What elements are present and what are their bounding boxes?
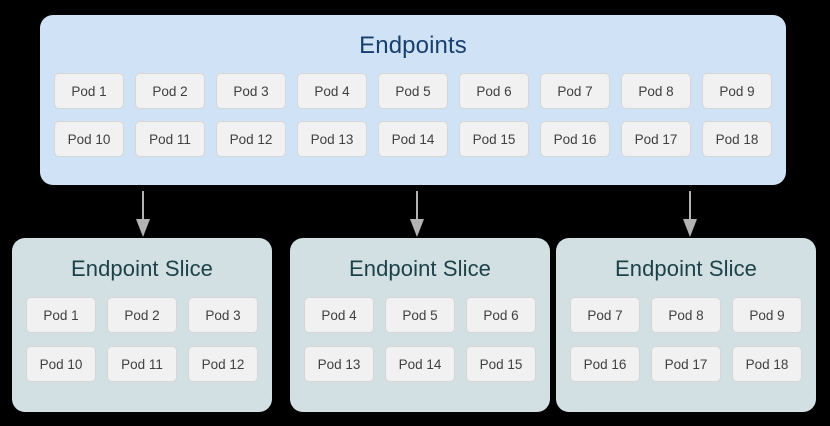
pod-chip[interactable]: Pod 3 — [216, 73, 286, 109]
pod-chip[interactable]: Pod 12 — [188, 346, 258, 382]
endpoint-slice-pod-row-1: Pod 1 Pod 2 Pod 3 — [26, 297, 258, 333]
pod-chip[interactable]: Pod 12 — [216, 121, 286, 157]
arrow-head — [683, 219, 697, 237]
pod-chip[interactable]: Pod 9 — [732, 297, 802, 333]
pod-chip[interactable]: Pod 4 — [297, 73, 367, 109]
endpoint-slice-title: Endpoint Slice — [70, 256, 214, 281]
pod-chip[interactable]: Pod 11 — [107, 346, 177, 382]
pod-chip[interactable]: Pod 8 — [621, 73, 691, 109]
pod-chip[interactable]: Pod 13 — [304, 346, 374, 382]
endpoints-pod-row-2: Pod 10 Pod 11 Pod 12 Pod 13 Pod 14 Pod 1… — [54, 121, 772, 157]
endpoint-slice-pod-grid: Pod 7 Pod 8 Pod 9 Pod 16 Pod 17 Pod 18 — [570, 297, 802, 382]
pod-chip[interactable]: Pod 8 — [651, 297, 721, 333]
endpoint-slice-pod-grid: Pod 1 Pod 2 Pod 3 Pod 10 Pod 11 Pod 12 — [26, 297, 258, 382]
endpoint-slice-box: Endpoint Slice Pod 1 Pod 2 Pod 3 Pod 10 … — [12, 238, 272, 412]
pod-chip[interactable]: Pod 18 — [702, 121, 772, 157]
pod-chip[interactable]: Pod 5 — [378, 73, 448, 109]
endpoints-pod-row-1: Pod 1 Pod 2 Pod 3 Pod 4 Pod 5 Pod 6 Pod … — [54, 73, 772, 109]
endpoints-title: Endpoints — [359, 32, 467, 59]
endpoint-slice-title: Endpoint Slice — [348, 256, 492, 281]
pod-chip[interactable]: Pod 10 — [26, 346, 96, 382]
pod-chip[interactable]: Pod 17 — [621, 121, 691, 157]
pod-chip[interactable]: Pod 2 — [107, 297, 177, 333]
endpoints-box: Endpoints Pod 1 Pod 2 Pod 3 Pod 4 Pod 5 … — [40, 15, 786, 185]
endpoint-slice-pod-row-2: Pod 16 Pod 17 Pod 18 — [570, 346, 802, 382]
endpoint-slice-title: Endpoint Slice — [614, 256, 758, 281]
arrow-shaft — [416, 191, 418, 222]
pod-chip[interactable]: Pod 6 — [466, 297, 536, 333]
endpoint-slice-pod-row-1: Pod 4 Pod 5 Pod 6 — [304, 297, 536, 333]
pod-chip[interactable]: Pod 11 — [135, 121, 205, 157]
pod-chip[interactable]: Pod 16 — [540, 121, 610, 157]
endpoint-slice-box: Endpoint Slice Pod 7 Pod 8 Pod 9 Pod 16 … — [556, 238, 816, 412]
pod-chip[interactable]: Pod 7 — [540, 73, 610, 109]
pod-chip[interactable]: Pod 6 — [459, 73, 529, 109]
pod-chip[interactable]: Pod 18 — [732, 346, 802, 382]
arrow-down-icon — [134, 191, 152, 237]
pod-chip[interactable]: Pod 16 — [570, 346, 640, 382]
pod-chip[interactable]: Pod 1 — [26, 297, 96, 333]
endpoint-slice-pod-grid: Pod 4 Pod 5 Pod 6 Pod 13 Pod 14 Pod 15 — [304, 297, 536, 382]
pod-chip[interactable]: Pod 5 — [385, 297, 455, 333]
pod-chip[interactable]: Pod 15 — [466, 346, 536, 382]
pod-chip[interactable]: Pod 3 — [188, 297, 258, 333]
endpoint-slice-pod-row-1: Pod 7 Pod 8 Pod 9 — [570, 297, 802, 333]
endpoint-slice-box: Endpoint Slice Pod 4 Pod 5 Pod 6 Pod 13 … — [290, 238, 550, 412]
pod-chip[interactable]: Pod 14 — [378, 121, 448, 157]
pod-chip[interactable]: Pod 15 — [459, 121, 529, 157]
pod-chip[interactable]: Pod 13 — [297, 121, 367, 157]
arrow-shaft — [689, 191, 691, 222]
pod-chip[interactable]: Pod 17 — [651, 346, 721, 382]
arrow-down-icon — [408, 191, 426, 237]
pod-chip[interactable]: Pod 7 — [570, 297, 640, 333]
endpoint-slice-pod-row-2: Pod 13 Pod 14 Pod 15 — [304, 346, 536, 382]
arrow-head — [136, 219, 150, 237]
pod-chip[interactable]: Pod 14 — [385, 346, 455, 382]
arrow-down-icon — [681, 191, 699, 237]
pod-chip[interactable]: Pod 4 — [304, 297, 374, 333]
pod-chip[interactable]: Pod 9 — [702, 73, 772, 109]
pod-chip[interactable]: Pod 1 — [54, 73, 124, 109]
arrow-shaft — [142, 191, 144, 222]
arrow-head — [410, 219, 424, 237]
pod-chip[interactable]: Pod 2 — [135, 73, 205, 109]
pod-chip[interactable]: Pod 10 — [54, 121, 124, 157]
endpoint-slice-pod-row-2: Pod 10 Pod 11 Pod 12 — [26, 346, 258, 382]
endpoints-pod-grid: Pod 1 Pod 2 Pod 3 Pod 4 Pod 5 Pod 6 Pod … — [54, 73, 772, 157]
